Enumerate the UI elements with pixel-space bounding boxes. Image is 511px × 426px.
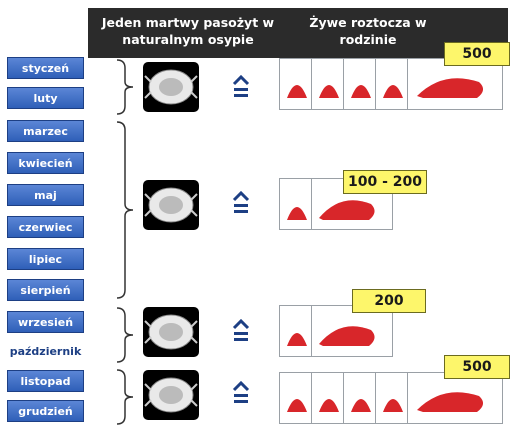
varroa-mite-live-icon	[287, 200, 375, 220]
live-mite-card	[375, 372, 413, 424]
month-item: lipiec	[7, 248, 84, 270]
header-right-title: Żywe roztocza w rodzinie	[309, 15, 427, 47]
live-mite-card	[279, 372, 317, 424]
mite-count-badge: 200	[352, 289, 426, 313]
month-item: marzec	[7, 120, 84, 142]
bracket-icon	[116, 369, 134, 425]
bracket-icon	[116, 307, 134, 363]
greater-equal-arrow-icon	[232, 318, 250, 341]
live-mite-card	[311, 58, 349, 110]
month-item: grudzień	[7, 400, 84, 422]
bracket-icon	[116, 59, 134, 115]
month-item: styczeń	[7, 57, 84, 79]
greater-equal-arrow-icon	[232, 74, 250, 97]
varroa-mite-dead-icon	[143, 370, 199, 420]
varroa-mite-live-icon	[287, 326, 375, 346]
greater-equal-arrow-icon	[232, 380, 250, 403]
header-left-title: Jeden martwy pasożyt w naturalnym osypie	[101, 15, 275, 47]
month-item: kwiecień	[7, 152, 84, 174]
mite-count-badge: 100 - 200	[343, 170, 427, 194]
varroa-mite-dead-icon	[143, 62, 199, 112]
live-mite-card	[279, 58, 317, 110]
varroa-mite-dead-icon	[143, 307, 199, 357]
month-item: wrzesień	[7, 311, 84, 333]
varroa-mite-live-icon	[287, 78, 484, 98]
live-mite-card	[343, 58, 381, 110]
live-mite-card	[279, 178, 317, 230]
month-item: czerwiec	[7, 216, 84, 238]
mite-count-badge: 500	[444, 42, 510, 66]
month-item: maj	[7, 184, 84, 206]
month-item: sierpień	[7, 279, 84, 301]
month-item: listopad	[7, 370, 84, 392]
varroa-mite-live-icon	[287, 392, 484, 412]
mite-count-badge: 500	[444, 355, 510, 379]
varroa-mite-dead-icon	[143, 180, 199, 230]
live-mite-card	[311, 372, 349, 424]
bracket-icon	[116, 121, 134, 299]
header-bar: Jeden martwy pasożyt w naturalnym osypie…	[88, 8, 508, 58]
greater-equal-arrow-icon	[232, 190, 250, 213]
month-item: luty	[7, 87, 84, 109]
month-item-highlighted: październik	[7, 340, 84, 362]
